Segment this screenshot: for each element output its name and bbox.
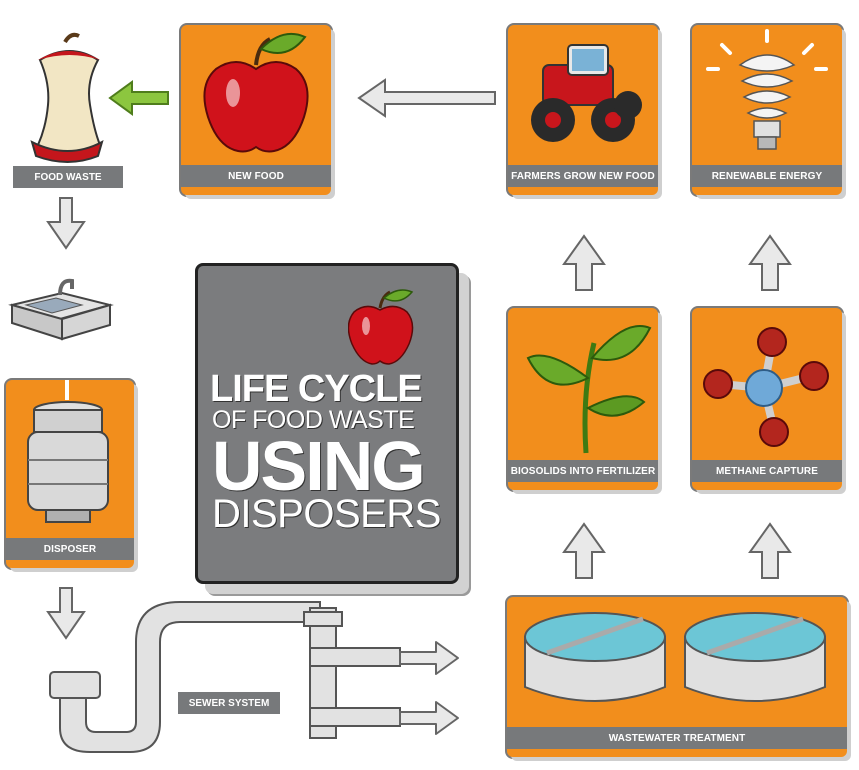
title-line-3: USING bbox=[212, 427, 426, 505]
arrow-to-pipe bbox=[46, 587, 86, 640]
arrow-to-renewable bbox=[748, 234, 792, 291]
arrow-to-sink bbox=[46, 197, 86, 250]
methane-card: METHANE CAPTURE bbox=[692, 308, 842, 490]
apple-core-icon bbox=[30, 32, 104, 163]
title-panel: LIFE CYCLE OF FOOD WASTE USING DISPOSERS bbox=[195, 263, 459, 584]
title-line-1: LIFE CYCLE bbox=[210, 368, 423, 410]
disposer-icon bbox=[27, 380, 109, 523]
biosolids-label: BIOSOLIDS INTO FERTILIZER bbox=[508, 460, 658, 482]
light-bulb-icon bbox=[706, 29, 828, 150]
renewable-label: RENEWABLE ENERGY bbox=[692, 165, 842, 187]
methane-label: METHANE CAPTURE bbox=[692, 460, 842, 482]
wastewater-label: WASTEWATER TREATMENT bbox=[507, 727, 847, 749]
pipe-icon bbox=[49, 601, 401, 753]
arrow-to-wastewater-top bbox=[399, 641, 459, 675]
arrow-to-farmers bbox=[562, 234, 606, 291]
new-food-card: NEW FOOD bbox=[181, 25, 331, 195]
tractor-icon bbox=[531, 44, 642, 142]
arrow-to-wastewater-bottom bbox=[399, 701, 459, 735]
sink-icon bbox=[8, 278, 114, 341]
farmers-label: FARMERS GROW NEW FOOD bbox=[508, 165, 658, 187]
apple-icon bbox=[348, 289, 414, 365]
food-waste-label: FOOD WASTE bbox=[13, 166, 123, 188]
renewable-card: RENEWABLE ENERGY bbox=[692, 25, 842, 195]
plant-icon bbox=[526, 325, 652, 454]
biosolids-card: BIOSOLIDS INTO FERTILIZER bbox=[508, 308, 658, 490]
title-line-4: DISPOSERS bbox=[212, 492, 441, 536]
arrow-to-food-waste bbox=[108, 80, 169, 116]
farmers-card: FARMERS GROW NEW FOOD bbox=[508, 25, 658, 195]
arrow-to-new-food bbox=[357, 78, 496, 118]
apple-icon bbox=[203, 33, 309, 153]
new-food-label: NEW FOOD bbox=[181, 165, 331, 187]
arrow-to-biosolids bbox=[562, 522, 606, 579]
title-line-2: OF FOOD WASTE bbox=[212, 406, 415, 434]
sewer-label: SEWER SYSTEM bbox=[178, 692, 280, 714]
arrow-to-methane bbox=[748, 522, 792, 579]
disposer-card: DISPOSER bbox=[6, 380, 134, 568]
disposer-label: DISPOSER bbox=[6, 538, 134, 560]
wastewater-card: WASTEWATER TREATMENT bbox=[507, 597, 847, 757]
treatment-tank-icon bbox=[524, 612, 826, 702]
molecule-icon bbox=[703, 327, 829, 447]
